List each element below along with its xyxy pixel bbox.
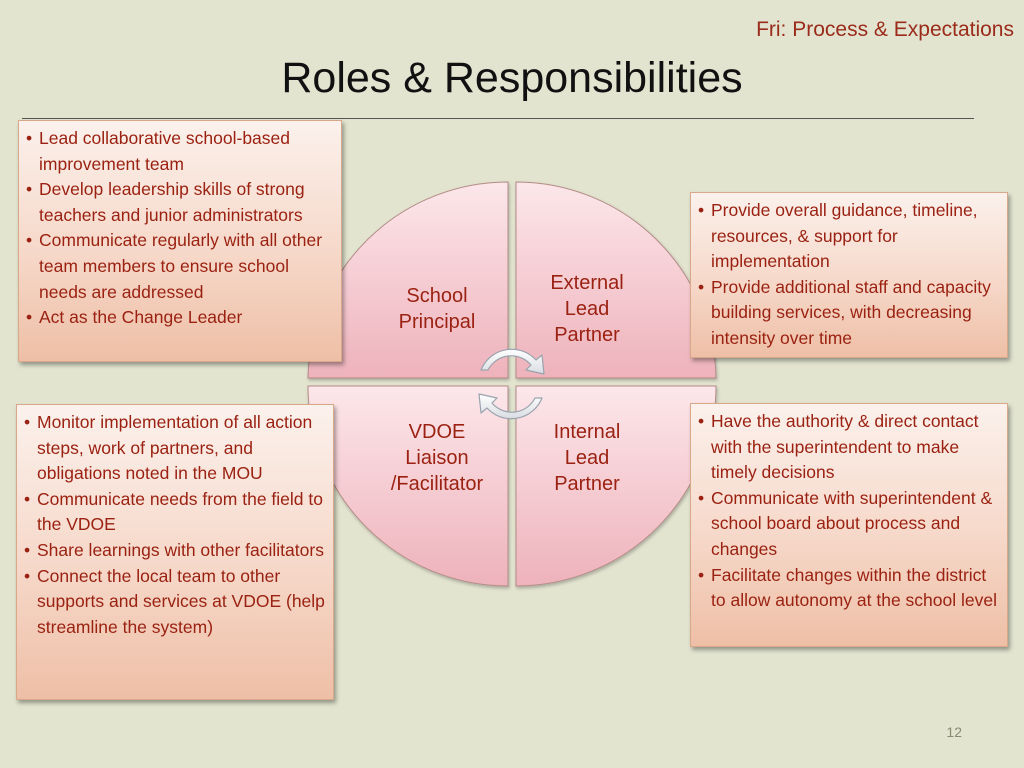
list-item: Communicate with superintendent & school… — [697, 486, 1001, 563]
page-title: Roles & Responsibilities — [281, 54, 743, 102]
section-label: Fri: Process & Expectations — [756, 18, 1014, 41]
list-item: Connect the local team to other supports… — [23, 564, 327, 641]
list-item: Provide overall guidance, timeline, reso… — [697, 198, 1001, 275]
list-item: Share learnings with other facilitators — [23, 538, 327, 564]
list-item: Have the authority & direct contact with… — [697, 409, 1001, 486]
list-item: Develop leadership skills of strong teac… — [25, 177, 335, 228]
list-item: Communicate needs from the field to the … — [23, 487, 327, 538]
quadrant-label-external: External Lead Partner — [550, 272, 624, 346]
principal-responsibilities-box: Lead collaborative school-based improvem… — [18, 120, 342, 362]
title-divider — [22, 118, 974, 119]
list-item: Communicate regularly with all other tea… — [25, 228, 335, 305]
list-item: Lead collaborative school-based improvem… — [25, 126, 335, 177]
list-item: Provide additional staff and capacity bu… — [697, 275, 1001, 352]
page-number: 12 — [946, 724, 962, 740]
list-item: Monitor implementation of all action ste… — [23, 410, 327, 487]
circular-arrows-icon — [478, 348, 545, 420]
quadrant-label-vdoe: VDOE Liaison /Facilitator — [390, 421, 484, 495]
external-partner-responsibilities-box: Provide overall guidance, timeline, reso… — [690, 192, 1008, 358]
list-item: Act as the Change Leader — [25, 305, 335, 331]
internal-partner-responsibilities-box: Have the authority & direct contact with… — [690, 403, 1008, 647]
quadrant-label-internal: Internal Lead Partner — [553, 421, 621, 495]
vdoe-liaison-responsibilities-box: Monitor implementation of all action ste… — [16, 404, 334, 700]
list-item: Facilitate changes within the district t… — [697, 563, 1001, 614]
quadrant-label-principal: School Principal — [398, 285, 476, 333]
